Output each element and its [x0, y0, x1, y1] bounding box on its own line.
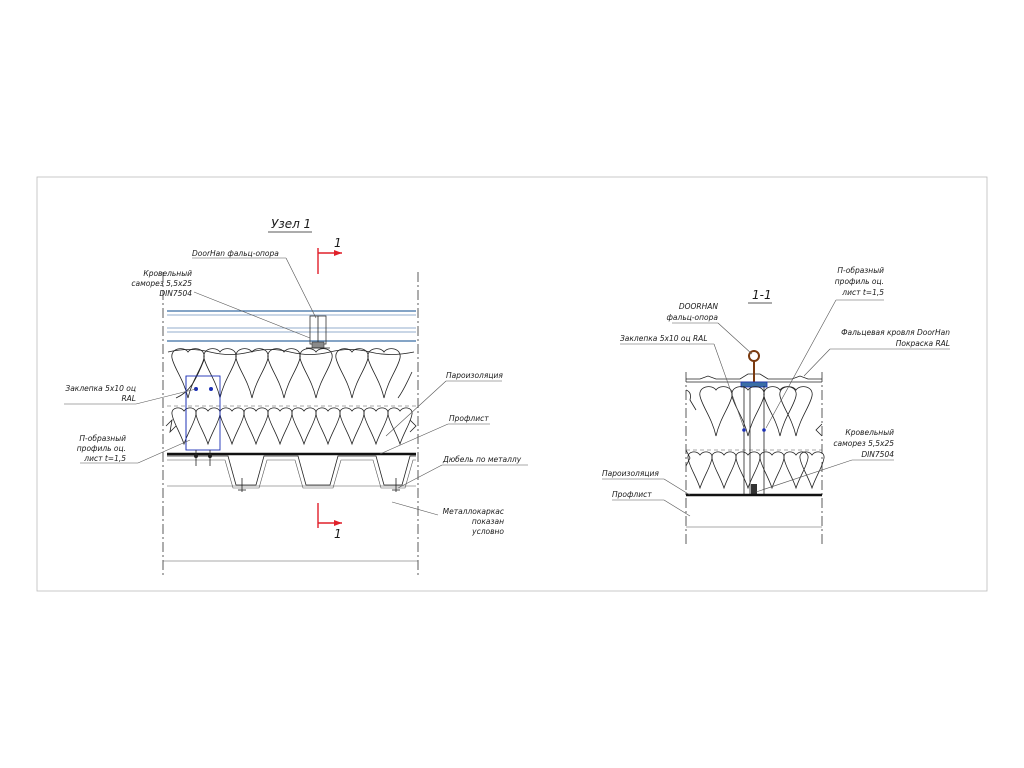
label-r-roof-1: Фальцевая кровля DoorHan [841, 328, 950, 337]
label-frame-2: показан [472, 517, 504, 526]
label-r-profile-2: профиль оц. [835, 277, 884, 286]
label-r-doorhan-2: фальц-опора [667, 313, 719, 322]
leaders-right [602, 299, 950, 517]
insulation-bottom-layer [165, 407, 417, 445]
label-frame-3: условно [471, 527, 504, 536]
label-doorhan-seam: DoorHan фальц-опора [192, 249, 279, 258]
right-title: 1-1 [752, 288, 772, 302]
label-profdeck: Профлист [449, 414, 489, 423]
label-vapor: Пароизоляция [446, 371, 503, 380]
p-profile-right [742, 386, 766, 496]
left-detail: Узел 1 1 1 [64, 217, 528, 578]
seam-roof-panel [167, 310, 416, 342]
label-profile-2: профиль оц. [77, 444, 126, 453]
label-dowel: Дюбель по металлу [442, 455, 522, 464]
label-r-profdeck: Профлист [612, 490, 652, 499]
label-rivet-2: RAL [121, 394, 136, 403]
label-profile-1: П-образный [79, 434, 126, 443]
label-screw-1: Кровельный [143, 269, 192, 278]
label-r-screw-3: DIN7504 [861, 450, 894, 459]
label-screw-2: саморез 5,5x25 [131, 279, 192, 288]
label-r-screw-2: саморез 5,5x25 [833, 439, 894, 448]
leaders-left [64, 257, 528, 516]
section-label-top: 1 [334, 236, 342, 250]
rivet-icon [209, 387, 213, 391]
insulation-right-top [685, 386, 823, 437]
insulation-right-bottom [685, 449, 825, 489]
label-r-doorhan-1: DOORHAN [679, 302, 719, 311]
metal-dowels [238, 478, 400, 492]
section-label-bottom: 1 [334, 527, 342, 541]
label-r-profile-3: лист t=1,5 [841, 288, 884, 297]
label-rivet-1: Заклепка 5x10 оц [65, 384, 136, 393]
label-frame-1: Металлокаркас [443, 507, 505, 516]
doorhan-seam [740, 350, 768, 388]
label-r-rivet: Заклепка 5x10 оц RAL [620, 334, 708, 343]
p-profile [185, 375, 221, 466]
frame-border [36, 176, 988, 592]
insulation-top-layer [167, 348, 415, 399]
label-r-roof-2: Покраска RAL [896, 339, 950, 348]
label-profile-3: лист t=1,5 [83, 454, 126, 463]
seam-support [306, 315, 330, 349]
section-mark-bottom: 1 [317, 503, 342, 541]
label-screw-3: DIN7504 [159, 289, 192, 298]
left-title: Узел 1 [271, 217, 311, 231]
right-detail: 1-1 [602, 266, 950, 546]
label-r-screw-1: Кровельный [845, 428, 894, 437]
profiled-deck [167, 455, 416, 486]
section-mark-top: 1 [317, 236, 342, 274]
label-r-vapor: Пароизоляция [602, 469, 659, 478]
label-r-profile-1: П-образный [837, 266, 884, 275]
